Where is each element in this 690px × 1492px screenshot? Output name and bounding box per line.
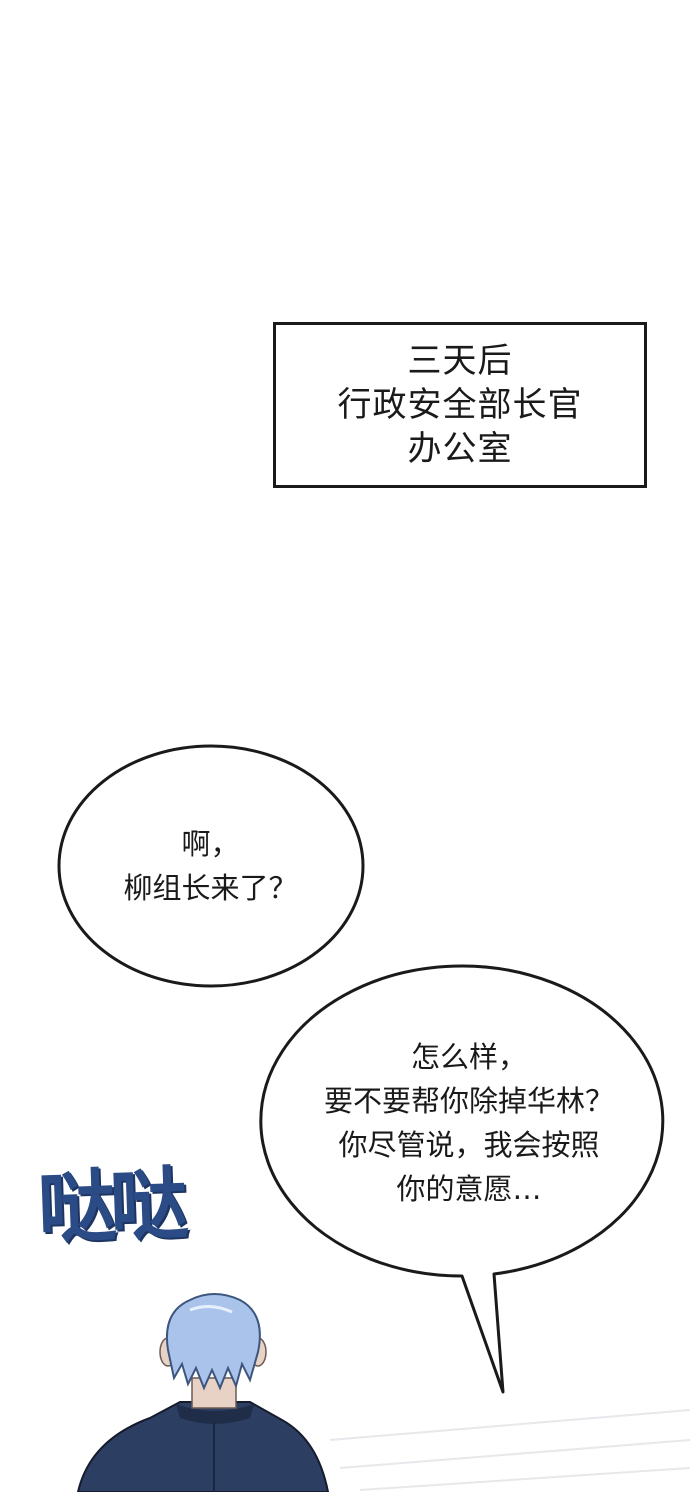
speech-bubble-2-outline <box>259 964 665 1394</box>
jacket-collar <box>176 1404 254 1424</box>
hair-shape <box>166 1293 261 1391</box>
bubble-1-line: 柳组长来了？ <box>123 871 298 905</box>
hair-highlight <box>189 1305 233 1314</box>
speech-bubble-1-outline <box>57 744 365 988</box>
neck-shape <box>191 1377 237 1409</box>
speech-bubble-2: 怎么样， 要不要帮你除掉华林？ 你尽管说，我会按照 你的意愿… <box>268 968 670 1278</box>
caption-line-department: 行政安全部长官 <box>337 385 583 425</box>
sound-effect-footsteps: 哒哒 <box>36 1159 184 1255</box>
speech-bubble-1: 啊， 柳组长来了？ <box>58 745 363 987</box>
background-lines <box>329 1409 690 1491</box>
caption-line-time: 三天后 <box>407 341 513 381</box>
narration-caption-box: 三天后 行政安全部长官 办公室 <box>273 322 647 488</box>
bubble-2-line: 要不要帮你除掉华林？ <box>323 1084 614 1118</box>
character-back-figure <box>76 1293 690 1492</box>
bubble-2-line: 你尽管说，我会按照 <box>338 1128 600 1162</box>
bubble-1-line: 啊， <box>181 827 240 861</box>
bubble-2-line: 你的意愿… <box>396 1172 542 1206</box>
bubble-2-line: 怎么样， <box>410 1040 527 1074</box>
caption-line-location: 办公室 <box>407 429 513 469</box>
